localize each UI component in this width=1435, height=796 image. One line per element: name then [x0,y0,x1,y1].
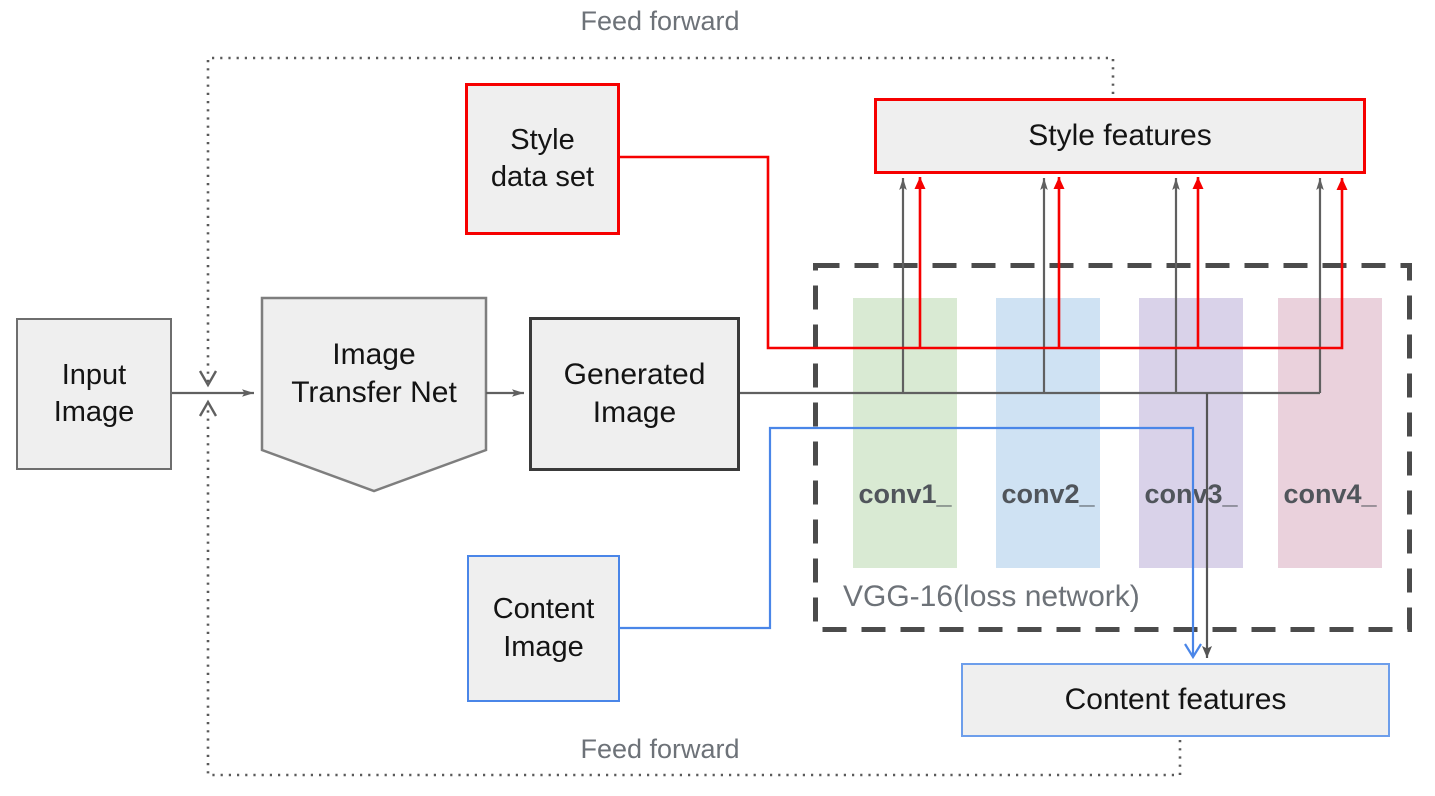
vgg-dashed-box [813,263,1412,632]
conv1-column: conv1_ [853,298,957,568]
style-dataset-to-style-features-line [620,155,1348,350]
conv3-label: conv3_ [1144,479,1238,509]
conv1-label: conv1_ [858,479,952,509]
feed-forward-top-arrowhead-icon [198,370,218,388]
generated-image-box: Generated Image [529,317,740,471]
content-image-box: Content Image [467,555,620,702]
image-transfer-net-shape [260,296,488,493]
feed-forward-top-label: Feed forward [580,6,740,36]
feed-forward-top-dotted-line [206,56,1115,384]
content-features-box: Content features [961,663,1390,737]
image-transfer-net-label: Image Transfer Net [291,337,457,409]
feed-forward-bottom-arrowhead-icon [198,399,218,417]
vgg-loss-network-label: VGG-16(loss network) [843,580,1140,613]
style-data-set-box: Style data set [465,83,620,235]
conv2-label: conv2_ [1001,479,1095,509]
feed-forward-bottom-label: Feed forward [580,734,740,764]
conv4-label: conv4_ [1283,479,1377,509]
content-image-to-content-features-line [620,426,1195,655]
conv2-column: conv2_ [996,298,1100,568]
feed-forward-bottom-dotted-line [206,403,1182,777]
content-arrowhead-icon [1184,643,1202,660]
style-features-box: Style features [874,98,1366,174]
conv3-column: conv3_ [1139,298,1243,568]
conv4-column: conv4_ [1278,298,1382,568]
input-image-box: Input Image [16,318,172,470]
